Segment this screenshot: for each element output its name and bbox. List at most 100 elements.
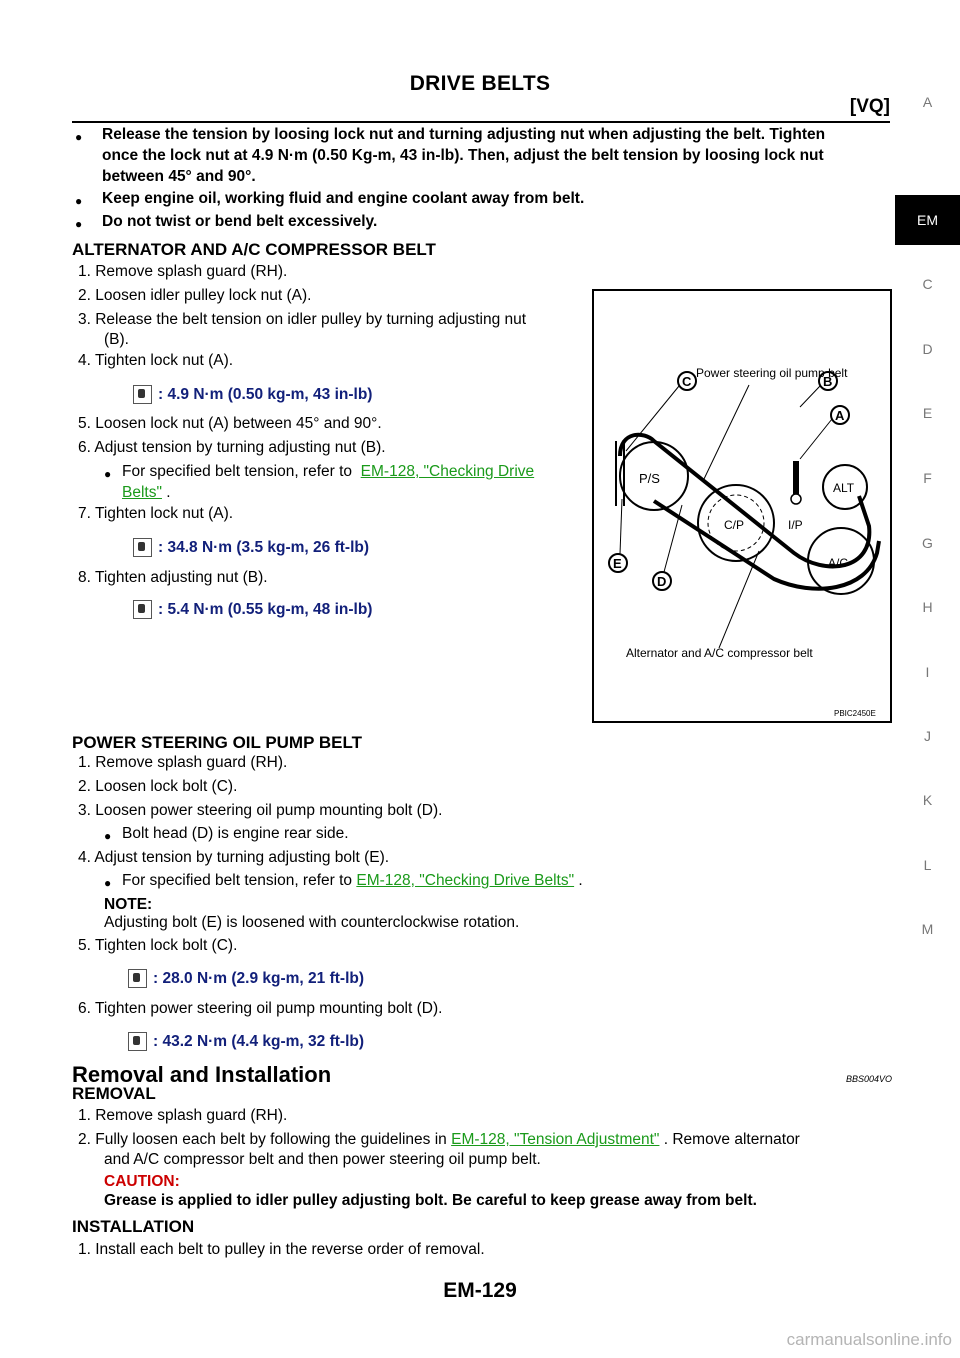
note-label: NOTE:	[104, 896, 153, 913]
ps-step-4-bullet: For specified belt tension, refer to EM-…	[122, 870, 583, 891]
section-heading-power-steering: POWER STEERING OIL PUMP BELT	[72, 733, 362, 752]
label-ip: I/P	[788, 518, 803, 532]
page-number: EM-129	[443, 1279, 517, 1302]
watermark: carmanualsonline.info	[786, 1330, 952, 1349]
bullet-text: For specified belt tension, refer to	[122, 463, 353, 480]
bullet-icon: ●	[104, 467, 112, 481]
torque-wrench-icon	[128, 969, 147, 988]
tab-f[interactable]: F	[923, 470, 932, 486]
torque-wrench-icon	[133, 600, 152, 619]
tab-h[interactable]: H	[922, 599, 933, 615]
belt-diagram: Power steering oil pump belt P/S C/P I/P…	[608, 366, 881, 718]
tab-a[interactable]: A	[922, 94, 933, 110]
ps-step-5: 5. Tighten lock bolt (C).	[78, 937, 238, 954]
note-text: Adjusting bolt (E) is loosened with coun…	[104, 914, 520, 931]
section-title-removal-installation: Removal and Installation	[72, 1062, 332, 1087]
link-checking-drive-belts-cont[interactable]: Belts"	[122, 484, 162, 501]
ps-step-1: 1. Remove splash guard (RH).	[78, 754, 288, 771]
removal-step-2-tail: . Remove alternator	[659, 1131, 800, 1148]
intro-bullet-2: Keep engine oil, working fluid and engin…	[102, 190, 585, 207]
tab-k[interactable]: K	[922, 792, 933, 808]
bullet-tail: .	[574, 872, 583, 889]
header-rule	[72, 121, 890, 123]
bullet-icon: ●	[75, 217, 83, 231]
removal-step-2: 2. Fully loosen each belt by following t…	[78, 1129, 800, 1150]
bullet-icon: ●	[75, 130, 83, 144]
alt-step-6-bullet: For specified belt tension, refer to EM-…	[122, 461, 534, 482]
alt-step-6: 6. Adjust tension by turning adjusting n…	[78, 439, 386, 456]
label-ps: P/S	[639, 471, 660, 486]
removal-step-2-text: 2. Fully loosen each belt by following t…	[78, 1131, 447, 1148]
intro-bullet-1-line-3: between 45° and 90°.	[102, 168, 256, 185]
alt-step-6-bullet-cont: Belts" .	[122, 482, 171, 503]
engine-code: [VQ]	[849, 96, 890, 117]
label-alt: ALT	[833, 481, 855, 495]
heading-removal: REMOVAL	[72, 1084, 156, 1103]
bullet-text: For specified belt tension, refer to	[122, 872, 353, 889]
callout-a: A	[835, 408, 845, 423]
alt-step-4: 4. Tighten lock nut (A).	[78, 352, 234, 369]
torque-wrench-icon	[133, 538, 152, 557]
alt-step-5: 5. Loosen lock nut (A) between 45° and 9…	[78, 415, 382, 432]
torque-spec-5: : 43.2 N·m (4.4 kg-m, 32 ft-lb)	[128, 1032, 364, 1051]
ps-step-6: 6. Tighten power steering oil pump mount…	[78, 1000, 443, 1017]
belt-routing-figure: Power steering oil pump belt P/S C/P I/P…	[592, 289, 892, 723]
torque-spec-5-text: : 43.2 N·m (4.4 kg-m, 32 ft-lb)	[153, 1032, 365, 1050]
label-ps-belt: Power steering oil pump belt	[696, 366, 848, 380]
removal-step-2-cont: and A/C compressor belt and then power s…	[104, 1151, 541, 1168]
bullet-icon: ●	[104, 829, 112, 843]
installation-step-1: 1. Install each belt to pulley in the re…	[78, 1241, 485, 1258]
ps-step-3-bullet: Bolt head (D) is engine rear side.	[122, 825, 349, 842]
figure-code: PBIC2450E	[834, 709, 876, 718]
callout-e: E	[613, 556, 622, 571]
ps-step-2: 2. Loosen lock bolt (C).	[78, 778, 238, 795]
torque-spec-2-text: : 34.8 N·m (3.5 kg-m, 26 ft-lb)	[158, 538, 370, 556]
torque-wrench-icon	[133, 385, 152, 404]
heading-installation: INSTALLATION	[72, 1217, 195, 1236]
label-cp: C/P	[724, 518, 744, 532]
torque-spec-2: : 34.8 N·m (3.5 kg-m, 26 ft-lb)	[133, 538, 369, 557]
tab-m[interactable]: M	[921, 921, 934, 937]
link-checking-drive-belts-2[interactable]: EM-128, "Checking Drive Belts"	[356, 872, 575, 889]
bullet-icon: ●	[104, 876, 112, 890]
intro-bullet-3: Do not twist or bend belt excessively.	[102, 213, 378, 230]
link-tension-adjustment[interactable]: EM-128, "Tension Adjustment"	[451, 1131, 660, 1148]
caution-text: Grease is applied to idler pulley adjust…	[104, 1192, 757, 1209]
reference-code: BBS004VO	[846, 1074, 893, 1084]
tab-d[interactable]: D	[922, 341, 933, 357]
label-alt-belt: Alternator and A/C compressor belt	[626, 646, 813, 660]
bullet-tail: .	[161, 484, 171, 501]
removal-step-1: 1. Remove splash guard (RH).	[78, 1107, 288, 1124]
section-heading-alternator: ALTERNATOR AND A/C COMPRESSOR BELT	[72, 240, 436, 259]
alt-step-2: 2. Loosen idler pulley lock nut (A).	[78, 287, 312, 304]
callout-b: B	[823, 374, 832, 389]
torque-spec-3: : 5.4 N·m (0.55 kg-m, 48 in-lb)	[133, 600, 372, 619]
tab-i[interactable]: I	[925, 664, 930, 680]
alt-step-7: 7. Tighten lock nut (A).	[78, 505, 234, 522]
torque-spec-4-text: : 28.0 N·m (2.9 kg-m, 21 ft-lb)	[153, 969, 365, 987]
ps-step-3: 3. Loosen power steering oil pump mounti…	[78, 802, 443, 819]
link-checking-drive-belts[interactable]: EM-128, "Checking Drive	[360, 463, 535, 480]
alt-step-3: 3. Release the belt tension on idler pul…	[78, 311, 527, 328]
torque-wrench-icon	[128, 1032, 147, 1051]
alt-step-8: 8. Tighten adjusting nut (B).	[78, 569, 268, 586]
torque-spec-1-text: : 4.9 N·m (0.50 kg-m, 43 in-lb)	[158, 385, 373, 403]
alt-step-1: 1. Remove splash guard (RH).	[78, 263, 288, 280]
page-title: DRIVE BELTS	[409, 72, 551, 95]
tab-e[interactable]: E	[922, 405, 933, 421]
intro-bullet-1-line-1: Release the tension by loosing lock nut …	[102, 126, 826, 143]
tab-g[interactable]: G	[922, 535, 933, 551]
torque-spec-3-text: : 5.4 N·m (0.55 kg-m, 48 in-lb)	[158, 600, 373, 618]
tab-l[interactable]: L	[923, 857, 932, 873]
alt-step-3-cont: (B).	[104, 331, 129, 348]
torque-spec-1: : 4.9 N·m (0.50 kg-m, 43 in-lb)	[133, 385, 372, 404]
intro-bullet-1-line-2: once the lock nut at 4.9 N·m (0.50 Kg-m,…	[102, 147, 824, 164]
tab-em[interactable]: EM	[895, 195, 960, 245]
caution-label: CAUTION:	[104, 1173, 180, 1190]
torque-spec-4: : 28.0 N·m (2.9 kg-m, 21 ft-lb)	[128, 969, 364, 988]
label-ac: A/C	[828, 556, 848, 570]
callout-c: C	[682, 374, 692, 389]
bullet-icon: ●	[75, 194, 83, 208]
tab-c[interactable]: C	[922, 276, 933, 292]
tab-j[interactable]: J	[924, 728, 931, 744]
